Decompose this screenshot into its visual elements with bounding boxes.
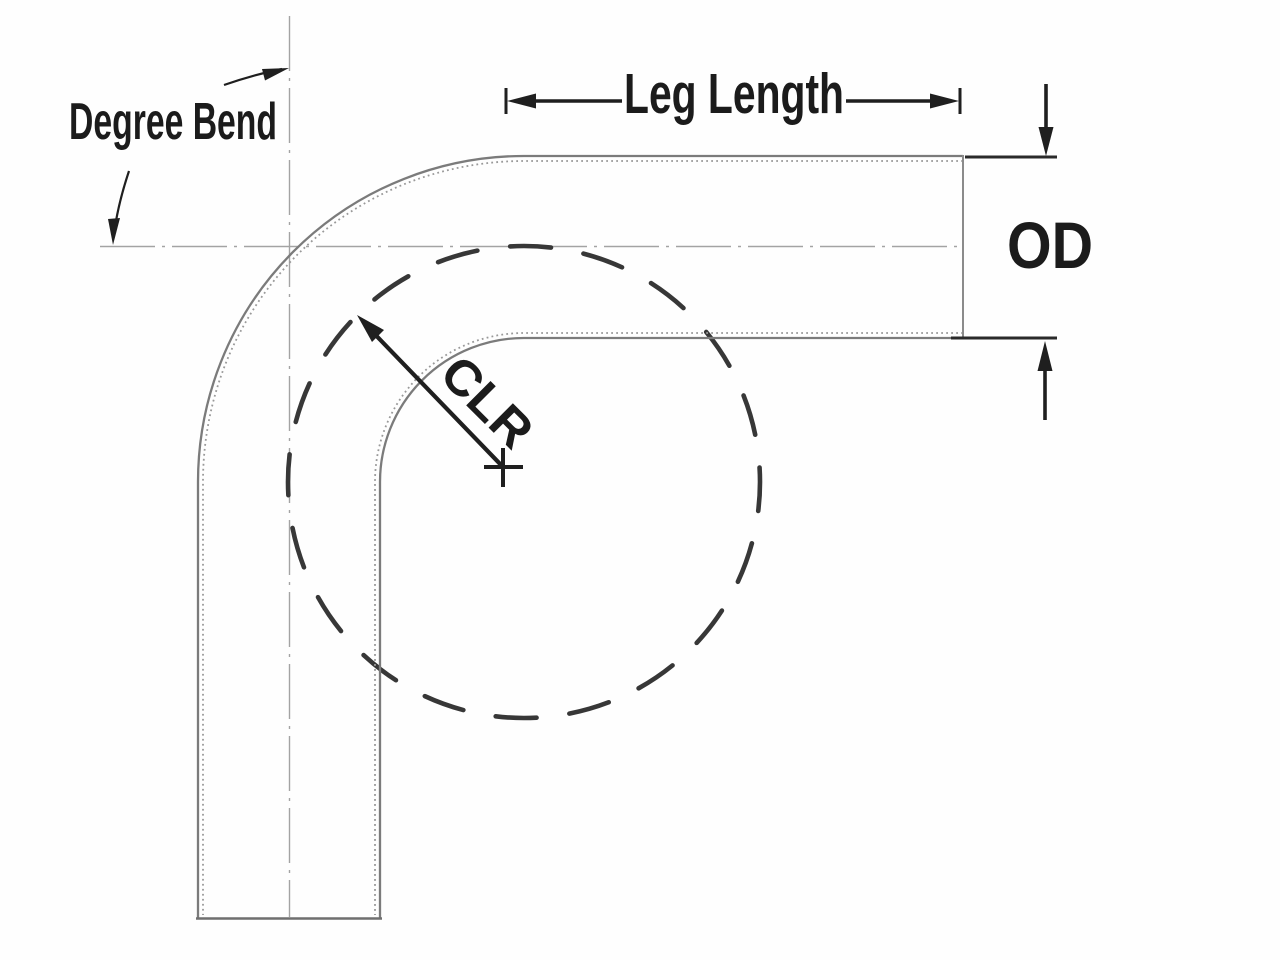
tube-body	[196, 154, 964, 920]
leg-length-label: Leg Length	[624, 62, 844, 126]
od-label: OD	[1007, 208, 1093, 282]
tube-outer-wall-dotted	[202, 160, 963, 915]
clr-dashed-circle	[285, 243, 763, 721]
od-down-arrowhead	[1038, 127, 1054, 156]
degree-bend-top-arrowhead	[262, 68, 289, 81]
od-up-arrowhead	[1037, 341, 1053, 371]
leg-length-left-arrowhead	[507, 93, 536, 109]
tube-inner-wall-dotted	[374, 332, 963, 915]
clr-arrowhead	[357, 315, 384, 342]
clr-dimension: CLR	[357, 315, 544, 487]
degree-bend-bottom-arrowhead	[108, 218, 120, 245]
clr-arrow-shaft	[362, 321, 505, 469]
od-dimension: OD	[951, 84, 1093, 420]
leg-length-right-arrowhead	[930, 93, 959, 109]
centerlines	[100, 16, 963, 917]
degree-bend-label: Degree Bend	[69, 93, 277, 151]
tube-outer-wall	[196, 154, 963, 918]
tube-inner-wall	[378, 336, 963, 918]
degree-bend-annotation: Degree Bend	[69, 67, 289, 245]
leg-length-dimension: Leg Length	[504, 62, 962, 126]
clr-label: CLR	[430, 345, 545, 460]
center-mark	[484, 448, 523, 487]
